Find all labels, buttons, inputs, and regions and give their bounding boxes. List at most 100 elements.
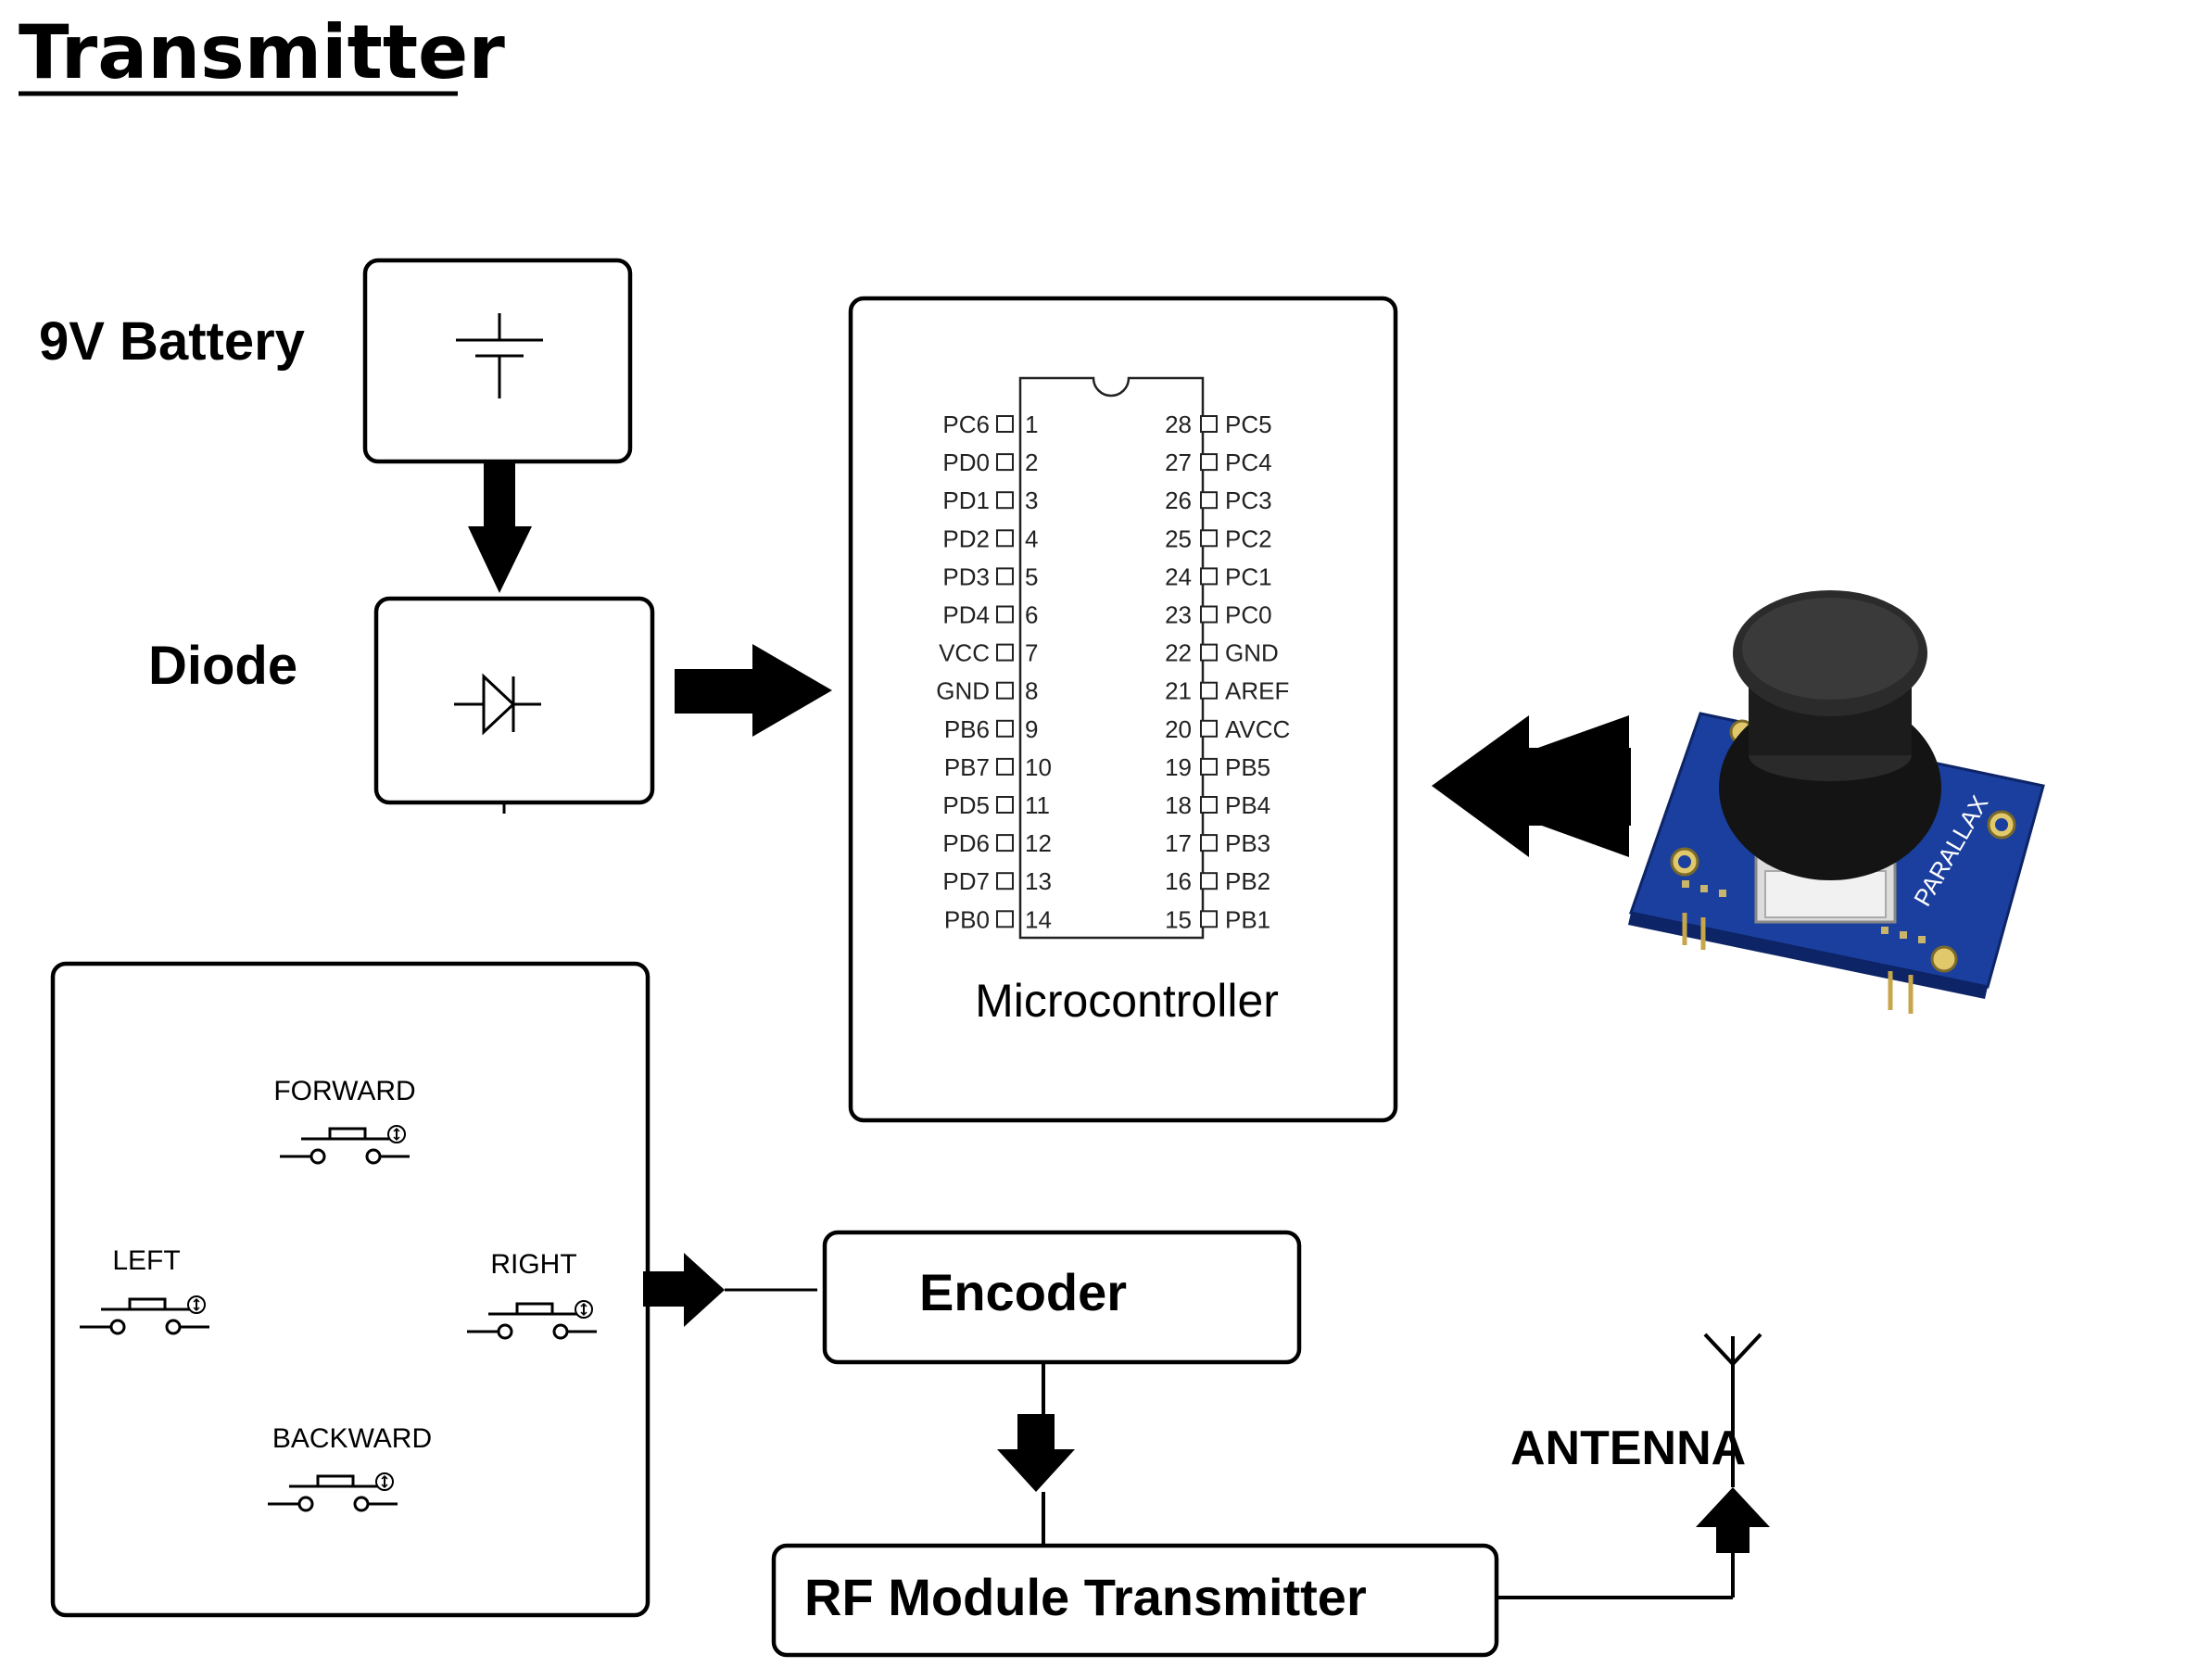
pin-pad: [1200, 757, 1218, 776]
pin-number: 28: [1165, 411, 1192, 438]
pin-name: PD4: [942, 601, 990, 629]
arrow-battery-to-diode: [468, 463, 532, 593]
pin-row-left: VCC 7: [939, 639, 1038, 667]
pin-number: 20: [1165, 715, 1192, 743]
page-title-text: Transmitter: [19, 9, 505, 95]
pin-number: 2: [1025, 448, 1038, 476]
pin-row-left: PB0 14: [944, 905, 1052, 933]
pin-name: PD0: [942, 448, 990, 476]
button-panel: [50, 961, 651, 1618]
left-label: LEFT: [112, 1245, 180, 1276]
pin-pad: [996, 796, 1014, 814]
right-label: RIGHT: [490, 1249, 576, 1280]
pin-name: AVCC: [1225, 715, 1290, 743]
pin-name: PB2: [1225, 867, 1270, 895]
forward-button-icon: [278, 1124, 411, 1165]
pin-name: PD1: [942, 486, 990, 514]
pin-pad: [996, 834, 1014, 853]
rf-to-antenna-connector: [1497, 1362, 1770, 1599]
pin-pad: [1200, 529, 1218, 548]
pin-name: PD6: [942, 829, 990, 857]
pin-number: 5: [1025, 562, 1038, 590]
pin-number: 27: [1165, 448, 1192, 476]
pin-pad: [1200, 453, 1218, 472]
right-button-icon: [465, 1299, 599, 1340]
rf-module-box: [771, 1543, 1499, 1658]
diode-icon: [454, 673, 541, 736]
pin-pad: [1200, 567, 1218, 586]
pin-pad: [996, 643, 1014, 662]
arrow-buttons-to-encoder: [643, 1253, 725, 1327]
pin-number: 7: [1025, 639, 1038, 667]
pin-row-right: 15 PB1: [1165, 905, 1270, 933]
pin-number: 26: [1165, 486, 1192, 514]
pin-number: 18: [1165, 791, 1192, 819]
pin-pad: [996, 567, 1014, 586]
pin-name: PC2: [1225, 524, 1272, 552]
pin-row-right: 26 PC3: [1165, 486, 1272, 514]
pin-pad: [1200, 796, 1218, 814]
microcontroller-chip: [1018, 376, 1205, 940]
pin-number: 1: [1025, 411, 1038, 438]
pin-name: AREF: [1225, 677, 1289, 705]
microcontroller-label: Microcontroller: [975, 975, 1279, 1027]
battery-icon: [456, 313, 543, 398]
pin-name: PD7: [942, 867, 990, 895]
pin-pad: [1200, 643, 1218, 662]
arrow-diode-to-microcontroller: [675, 644, 832, 737]
backward-button-icon: [266, 1472, 399, 1512]
joystick-module-icon: PARALLAX: [1628, 590, 2045, 1014]
pin-name: PB5: [1225, 753, 1270, 781]
pin-name: PB6: [944, 715, 990, 743]
pin-row-right: 18 PB4: [1165, 791, 1270, 819]
pin-number: 3: [1025, 486, 1038, 514]
pin-number: 21: [1165, 677, 1192, 705]
microcontroller-box: [848, 296, 1398, 1123]
pin-number: 15: [1165, 905, 1192, 933]
encoder-box: [822, 1230, 1302, 1365]
pin-pad: [1200, 719, 1218, 738]
pin-pad: [1200, 605, 1218, 624]
pin-name: PD3: [942, 562, 990, 590]
pin-number: 13: [1025, 867, 1052, 895]
pin-name: PD2: [942, 524, 990, 552]
pin-row-left: PD7 13: [942, 867, 1052, 895]
diode-box: [373, 596, 655, 805]
pin-name: PC1: [1225, 562, 1272, 590]
pin-name: PC3: [1225, 486, 1272, 514]
pin-row-left: PD0 2: [942, 448, 1038, 476]
pin-row-left: PD3 5: [942, 562, 1038, 590]
pin-number: 9: [1025, 715, 1038, 743]
pin-name: VCC: [939, 639, 990, 667]
battery-box: [362, 258, 633, 464]
pin-number: 4: [1025, 524, 1038, 552]
pin-number: 6: [1025, 601, 1038, 629]
pin-name: PB1: [1225, 905, 1270, 933]
pin-number: 14: [1025, 905, 1052, 933]
pin-name: GND: [936, 677, 990, 705]
pin-row-right: 25 PC2: [1165, 524, 1272, 552]
pin-pad: [996, 453, 1014, 472]
pin-pad: [996, 872, 1014, 891]
pin-number: 8: [1025, 677, 1038, 705]
pin-row-left: PB6 9: [944, 715, 1039, 743]
pin-name: PB4: [1225, 791, 1270, 819]
pin-number: 25: [1165, 524, 1192, 552]
pin-name: PB0: [944, 905, 990, 933]
pin-pad: [996, 757, 1014, 776]
pin-name: PC0: [1225, 601, 1272, 629]
pin-name: PD5: [942, 791, 990, 819]
pin-pad: [1200, 872, 1218, 891]
